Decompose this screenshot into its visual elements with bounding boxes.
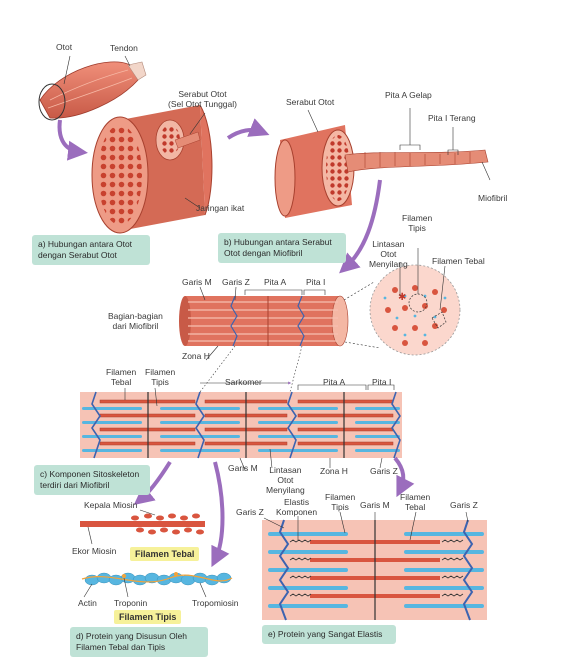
label-serabut-otot: Serabut Otot bbox=[286, 97, 335, 107]
label-garis-z-4: Garis Z bbox=[450, 500, 478, 510]
sarcomere-band bbox=[80, 381, 402, 471]
label-kepala-miosin: Kepala Miosin bbox=[84, 500, 138, 510]
label-filamen-tipis-2: Filamen Tipis bbox=[145, 367, 176, 387]
caption-b: b) Hubungan antara Serabut Otot dengan M… bbox=[218, 233, 346, 263]
label-sarkomer: Sarkomer bbox=[225, 377, 262, 387]
label-pita-i-2: Pita I bbox=[372, 377, 392, 387]
label-pita-i-terang: Pita I Terang bbox=[428, 113, 476, 123]
svg-text:✱: ✱ bbox=[398, 292, 406, 303]
label-bagian-miofibril: Bagian-bagian dari Miofibril bbox=[108, 311, 163, 331]
label-filamen-tipis-1: Filamen Tipis bbox=[402, 213, 433, 233]
myofibril-cross-section: ✱ bbox=[369, 248, 461, 356]
label-pita-a-2: Pita A bbox=[323, 377, 346, 387]
label-tendon: Tendon bbox=[110, 43, 138, 53]
label-lintasan-otot-2: Lintasan Otot Menyilang bbox=[266, 465, 305, 495]
caption-d: d) Protein yang Disusun Oleh Filamen Teb… bbox=[70, 627, 208, 657]
label-garis-m-3: Garis M bbox=[360, 500, 390, 510]
label-filamen-tebal-3: Filamen Tebal bbox=[400, 492, 431, 512]
label-garis-z-1: Garis Z bbox=[222, 277, 250, 287]
thin-filament bbox=[81, 572, 233, 598]
label-miofibril: Miofibril bbox=[478, 193, 508, 203]
myofibril-cylinder bbox=[179, 281, 381, 393]
muscle-fiber bbox=[274, 108, 491, 218]
label-garis-m-2: Garis M bbox=[228, 463, 258, 473]
label-garis-m-1: Garis M bbox=[182, 277, 212, 287]
label-pita-i-1: Pita I bbox=[306, 277, 326, 287]
label-garis-z-2: Garis Z bbox=[370, 466, 398, 476]
label-tropomiosin: Tropomiosin bbox=[192, 598, 239, 608]
label-troponin: Troponin bbox=[114, 598, 148, 608]
elastic-sarcomere bbox=[262, 511, 487, 621]
muscle-cross-section bbox=[91, 104, 213, 234]
label-serabut-otot-single: Serabut Otot (Sel Otot Tunggal) bbox=[168, 89, 237, 109]
label-pita-a-1: Pita A bbox=[264, 277, 287, 287]
thick-filament bbox=[80, 509, 205, 545]
tag-filamen-tipis: Filamen Tipis bbox=[114, 610, 182, 624]
label-filamen-tebal-1: Filamen Tebal bbox=[432, 256, 485, 266]
caption-a: a) Hubungan antara Otot dengan Serabut O… bbox=[32, 235, 150, 265]
label-garis-z-3: Garis Z bbox=[236, 507, 264, 517]
label-zona-h-1: Zona H bbox=[182, 351, 210, 361]
label-ekor-miosin: Ekor Miosin bbox=[72, 546, 117, 556]
label-otot: Otot bbox=[56, 42, 73, 52]
tag-filamen-tebal: Filamen Tebal bbox=[130, 547, 200, 561]
label-filamen-tipis-3: Filamen Tipis bbox=[325, 492, 356, 512]
label-lintasan-otot-1: Lintasan Otot Menyilang bbox=[369, 239, 408, 269]
caption-c: c) Komponen Sitoskeleton terdiri dari Mi… bbox=[34, 465, 150, 495]
whole-muscle bbox=[38, 55, 147, 121]
label-filamen-tebal-2: Filamen Tebal bbox=[106, 367, 137, 387]
label-pita-a-gelap: Pita A Gelap bbox=[385, 90, 432, 100]
label-elastis-komponen: Elastis Komponen bbox=[276, 497, 318, 517]
label-actin: Actin bbox=[78, 598, 97, 608]
caption-e: e) Protein yang Sangat Elastis bbox=[262, 625, 396, 644]
label-zona-h-2: Zona H bbox=[320, 466, 348, 476]
label-jaringan-ikat: Jaringan ikat bbox=[196, 203, 245, 213]
